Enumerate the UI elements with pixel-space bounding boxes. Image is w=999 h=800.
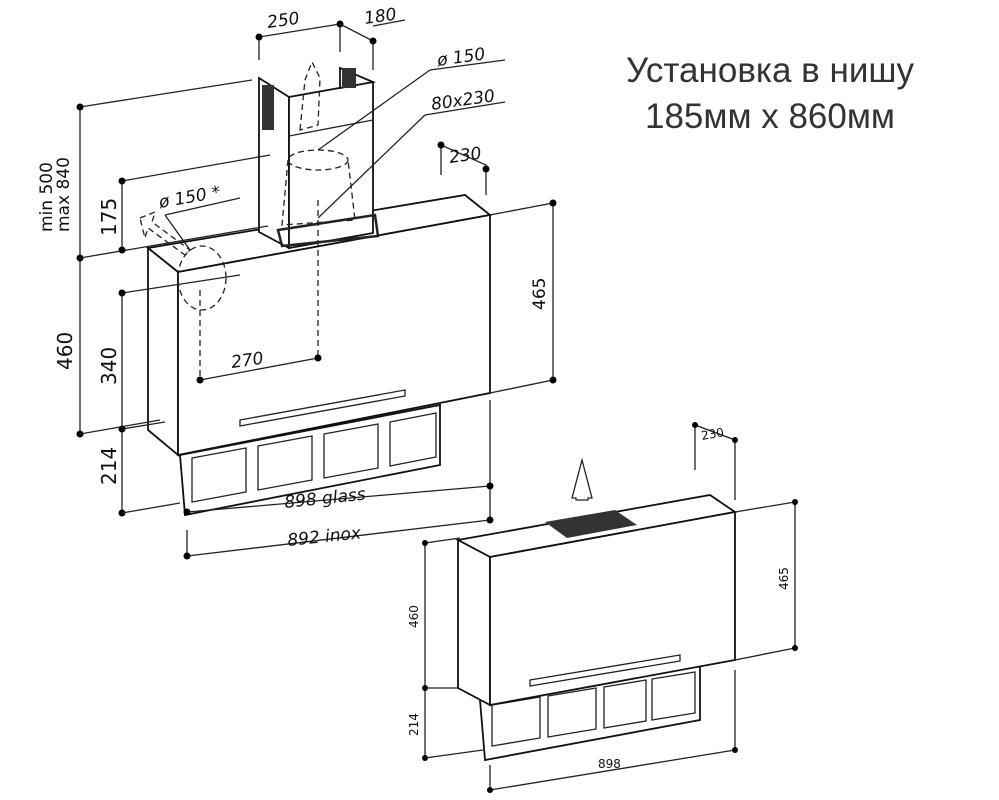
dim-side-outlet-diameter: ø 150 *	[156, 182, 222, 213]
lower-dim-bottom-height: 214	[407, 713, 421, 736]
dim-bottom-height: 214	[97, 447, 121, 485]
dim-height-right: 465	[530, 278, 550, 310]
title-line-1: Установка в нишу	[626, 51, 914, 90]
dim-outlet-diameter: ø 150	[435, 44, 487, 71]
dim-width-inox: 892 inox	[286, 523, 362, 551]
lower-dim-height-left: 460	[407, 605, 421, 628]
upper-hood	[139, 60, 493, 517]
chimney-vent-left	[262, 85, 274, 130]
dim-chimney-width: 250	[266, 9, 301, 33]
lower-dim-depth-top: 230	[700, 425, 725, 443]
title-line-2: 185мм x 860мм	[645, 97, 895, 136]
dim-outlet-offset: 270	[230, 349, 265, 373]
dim-depth-top: 230	[448, 144, 483, 168]
lower-dim-height-right: 465	[777, 567, 791, 590]
airflow-arrow-icon	[571, 457, 593, 501]
upper-grille-box	[179, 403, 441, 517]
dim-side-outlet-height: 175	[97, 198, 121, 236]
upper-light-strip	[239, 389, 406, 427]
lower-top-vent	[545, 510, 637, 538]
lower-dimensions: 230 465 460 214 898	[407, 422, 798, 793]
lower-dim-width: 898	[598, 757, 621, 771]
dim-chimney-depth: 180	[363, 5, 398, 29]
dim-outlet-size: 80x230	[430, 86, 496, 115]
upper-grilles	[191, 412, 437, 503]
chimney-vent-right	[342, 68, 356, 88]
dim-height-left: 460	[53, 332, 77, 370]
dim-chimney-max: max 840	[54, 157, 74, 232]
side-outlet	[177, 245, 227, 311]
lower-hood	[455, 457, 738, 762]
dim-chimney-min: min 500	[37, 162, 57, 232]
installation-title: Установка в нишу 185мм x 860мм	[560, 48, 980, 140]
dim-outlet-height: 340	[97, 347, 121, 385]
